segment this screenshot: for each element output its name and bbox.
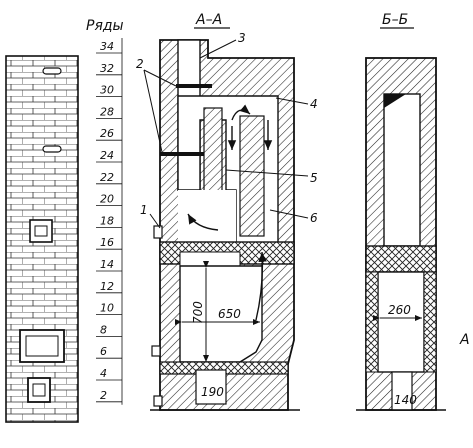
row-number: 30 [100, 84, 114, 97]
callout-4: 4 [310, 97, 318, 111]
section-b: Б–Б 260 140 А [356, 12, 470, 411]
rows-label: Ряды [86, 18, 124, 34]
row-number: 32 [100, 62, 114, 75]
row-number: 18 [100, 214, 114, 227]
section-b-title: Б–Б [382, 12, 408, 28]
callout-6: 6 [310, 211, 318, 225]
callout-5: 5 [310, 171, 318, 185]
callout-3: 3 [238, 31, 246, 45]
row-number: 6 [100, 345, 107, 358]
ash-pit [195, 369, 227, 405]
valve-icon [42, 67, 62, 75]
flow-arrow-icon [187, 213, 219, 231]
row-number: 8 [100, 323, 107, 336]
row-number: 16 [100, 236, 114, 249]
flow-arrow-icon [231, 104, 251, 121]
valve-icon [42, 145, 62, 153]
dim-260: 260 [388, 303, 411, 317]
flow-arrow-icon [255, 251, 267, 321]
dim-140: 140 [394, 393, 417, 407]
dim-650: 650 [218, 307, 241, 321]
dim-700: 700 [191, 301, 205, 324]
row-number: 14 [100, 258, 114, 271]
row-number: 24 [100, 149, 114, 162]
side-marker: А [459, 332, 470, 348]
ash-door-icon [27, 377, 51, 403]
row-number: 2 [100, 389, 107, 402]
row-number: 26 [100, 127, 114, 140]
fire-door-icon [19, 329, 65, 363]
section-a-title: А–А [195, 12, 222, 28]
row-number: 4 [100, 367, 107, 380]
row-number: 34 [100, 40, 114, 53]
row-number: 28 [100, 105, 114, 118]
row-number: 20 [100, 193, 114, 206]
section-a: А–А 700 [136, 12, 318, 411]
cleaning-door-icon [29, 219, 53, 243]
row-number: 22 [100, 171, 114, 184]
dim-190: 190 [201, 385, 224, 399]
row-scale: Ряды 34 32 30 28 26 24 22 20 18 16 14 12 10 8 6 4 2 [86, 18, 124, 405]
row-number: 10 [100, 302, 114, 315]
row-number: 12 [100, 280, 114, 293]
callout-2: 2 [136, 57, 144, 71]
callout-1: 1 [140, 203, 148, 217]
front-elevation [5, 55, 79, 423]
